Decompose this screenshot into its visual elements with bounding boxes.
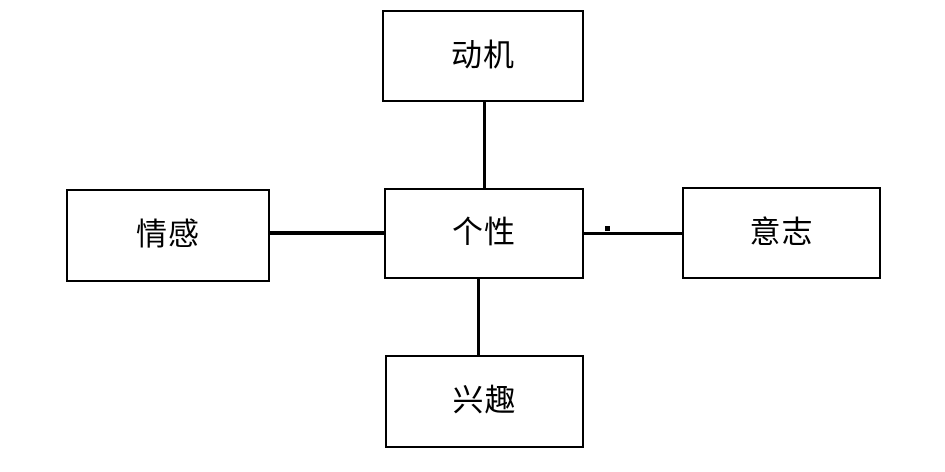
node-emotion[interactable]: 情感 bbox=[66, 189, 270, 282]
edge-personality-to-interest bbox=[477, 277, 480, 357]
node-motivation-label: 动机 bbox=[451, 37, 515, 74]
edge-motivation-to-personality bbox=[483, 100, 486, 190]
node-emotion-label: 情感 bbox=[136, 217, 200, 253]
node-interest-label: 兴趣 bbox=[452, 383, 517, 419]
edge-emotion-to-personality bbox=[268, 231, 386, 235]
node-will[interactable]: 意志 bbox=[682, 187, 881, 279]
node-motivation[interactable]: 动机 bbox=[382, 10, 584, 102]
node-interest[interactable]: 兴趣 bbox=[385, 355, 584, 448]
edge-personality-to-will bbox=[583, 232, 684, 235]
node-personality-label: 个性 bbox=[452, 215, 516, 251]
node-will-label: 意志 bbox=[749, 214, 814, 251]
node-personality[interactable]: 个性 bbox=[384, 188, 584, 279]
edge-tick-dot-icon bbox=[605, 226, 610, 231]
